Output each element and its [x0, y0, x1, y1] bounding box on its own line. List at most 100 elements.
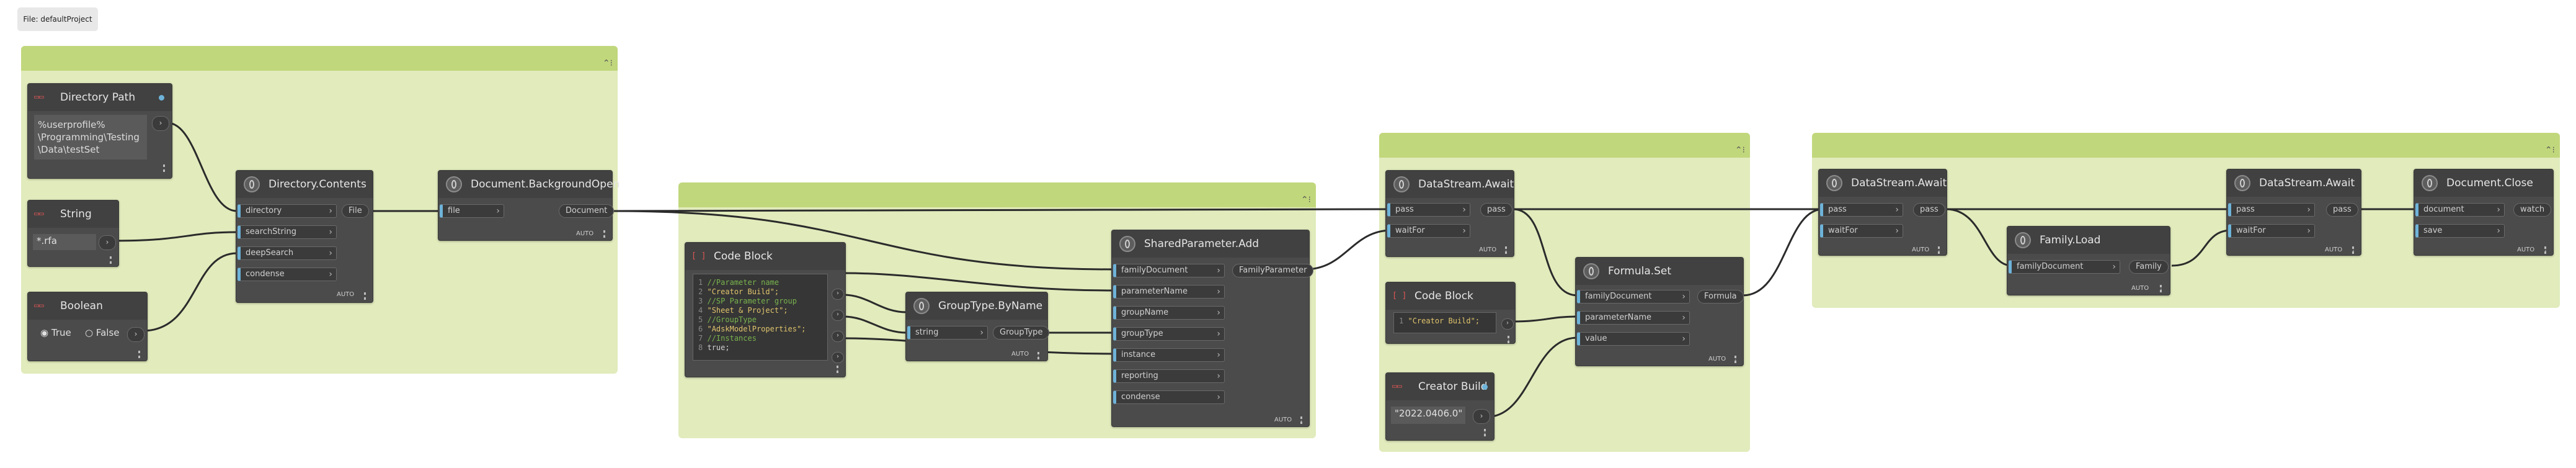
menu-icon[interactable]: [603, 230, 607, 238]
menu-icon[interactable]: [837, 366, 840, 373]
file-tag[interactable]: File: defaultProject: [17, 7, 98, 31]
node-title: DataStream.Await: [1851, 177, 1947, 189]
node-family-load[interactable]: Family.Load familyDocument Family AUTO: [2007, 226, 2170, 295]
output-chip[interactable]: ›: [832, 352, 844, 363]
group-header[interactable]: [678, 182, 1316, 207]
menu-icon[interactable]: [2544, 246, 2548, 254]
collapse-icon[interactable]: ⌃⁝: [1300, 195, 1311, 205]
output-chip[interactable]: ›: [99, 235, 116, 250]
input-port[interactable]: condense: [1113, 390, 1225, 404]
node-directory-path[interactable]: ▭▭ Directory Path %userprofile% \Program…: [27, 83, 172, 179]
menu-icon[interactable]: [1734, 356, 1738, 363]
group-header[interactable]: [1379, 133, 1750, 158]
input-port[interactable]: directory: [238, 204, 337, 218]
menu-icon[interactable]: [1938, 246, 1942, 254]
node-title: Creator Build: [1418, 380, 1488, 393]
output-port[interactable]: File: [342, 204, 369, 218]
input-port[interactable]: searchString: [238, 225, 337, 239]
collapse-icon[interactable]: ⌃⁝: [602, 58, 613, 68]
node-code-block-2[interactable]: [ ] Code Block 1 "Creator Build"; ›: [1385, 282, 1516, 344]
path-input[interactable]: %userprofile% \Programming\Testing \Data…: [34, 115, 147, 160]
output-chip[interactable]: ›: [152, 116, 169, 131]
output-port[interactable]: Family: [2129, 260, 2169, 274]
node-formula-set[interactable]: Formula.Set familyDocument parameterName…: [1575, 257, 1744, 366]
menu-icon[interactable]: [138, 351, 142, 358]
node-directory-contents[interactable]: Directory.Contents directory searchStrin…: [236, 170, 373, 303]
node-code-block-1[interactable]: [ ] Code Block 1 //Parameter name 2 "Cre…: [685, 242, 846, 377]
node-boolean[interactable]: ▭▭ Boolean ◉ True ○ False ›: [27, 292, 148, 361]
output-chip[interactable]: ›: [1473, 409, 1490, 424]
menu-icon[interactable]: [1508, 336, 1511, 343]
node-header: [28, 84, 172, 111]
input-port[interactable]: parameterName: [1113, 285, 1225, 299]
output-port[interactable]: Formula: [1697, 290, 1744, 304]
node-icon: [244, 176, 260, 192]
input-port[interactable]: document: [2415, 203, 2505, 217]
input-port[interactable]: waitFor: [1820, 224, 1903, 238]
collapse-icon[interactable]: ⌃⁝: [2544, 145, 2555, 155]
node-await-3[interactable]: DataStream.Await pass waitFor pass AUTO: [2226, 169, 2361, 256]
node-title: DataStream.Await: [1418, 178, 1514, 191]
output-port[interactable]: watch: [2513, 203, 2552, 217]
wire: [1742, 208, 1824, 297]
collapse-icon[interactable]: ⌃⁝: [1734, 145, 1745, 155]
output-chip[interactable]: ›: [832, 331, 844, 342]
input-port[interactable]: waitFor: [1387, 224, 1470, 238]
radio-true[interactable]: ◉ True: [40, 327, 71, 338]
node-group-type[interactable]: GroupType.ByName string GroupType AUTO: [905, 292, 1050, 361]
output-chip[interactable]: ›: [832, 310, 844, 321]
output-port[interactable]: pass: [1913, 203, 1945, 217]
input-port[interactable]: familyDocument: [1577, 290, 1690, 304]
input-port[interactable]: pass: [1387, 203, 1470, 217]
output-port[interactable]: FamilyParameter: [1232, 264, 1314, 277]
node-background-open[interactable]: Document.BackgroundOpen file Document AU…: [438, 170, 620, 241]
radio-false[interactable]: ○ False: [85, 327, 120, 338]
input-port[interactable]: groupType: [1113, 327, 1225, 341]
input-port[interactable]: familyDocument: [1113, 264, 1225, 277]
code-editor[interactable]: 1 //Parameter name 2 "Creator Build"; 3 …: [693, 274, 828, 361]
string-icon: ▭▭: [34, 209, 44, 218]
node-await-2[interactable]: DataStream.Await pass waitFor pass AUTO: [1818, 169, 1947, 256]
node-shared-param[interactable]: SharedParameter.Add familyDocument param…: [1111, 230, 1314, 427]
string-input[interactable]: "2022.0406.0": [1391, 407, 1465, 424]
node-await-1[interactable]: DataStream.Await pass waitFor pass AUTO: [1385, 170, 1514, 257]
group-header[interactable]: [21, 46, 618, 71]
input-port[interactable]: familyDocument: [2009, 260, 2120, 274]
output-port[interactable]: pass: [1480, 203, 1512, 217]
menu-icon[interactable]: [110, 256, 113, 264]
radio-label: True: [51, 327, 71, 338]
input-port[interactable]: file: [440, 204, 504, 218]
input-port[interactable]: deepSearch: [238, 246, 337, 260]
output-port[interactable]: Document: [559, 204, 615, 218]
menu-icon[interactable]: [163, 164, 167, 172]
node-string[interactable]: ▭▭ String *.rfa ›: [27, 200, 119, 267]
input-port[interactable]: save: [2415, 224, 2505, 238]
menu-icon[interactable]: [364, 292, 368, 300]
output-chip[interactable]: ›: [127, 327, 144, 342]
input-port[interactable]: pass: [2228, 203, 2315, 217]
menu-icon[interactable]: [1037, 352, 1041, 359]
input-port[interactable]: groupName: [1113, 306, 1225, 320]
input-port[interactable]: parameterName: [1577, 311, 1690, 325]
input-port[interactable]: pass: [1820, 203, 1903, 217]
input-port[interactable]: condense: [238, 268, 337, 281]
menu-icon[interactable]: [2352, 246, 2356, 254]
input-port[interactable]: string: [907, 326, 988, 340]
output-chip[interactable]: ›: [832, 289, 844, 300]
menu-icon[interactable]: [1300, 416, 1304, 424]
output-chip[interactable]: ›: [1501, 318, 1514, 330]
input-port[interactable]: reporting: [1113, 369, 1225, 383]
menu-icon[interactable]: [1505, 246, 1509, 254]
input-port[interactable]: value: [1577, 332, 1690, 346]
group-header[interactable]: [1812, 133, 2560, 158]
input-port[interactable]: waitFor: [2228, 224, 2315, 238]
output-port[interactable]: GroupType: [993, 326, 1050, 340]
input-port[interactable]: instance: [1113, 348, 1225, 362]
menu-icon[interactable]: [1484, 429, 1488, 436]
node-creator-build[interactable]: ▭▭ Creator Build "2022.0406.0" ›: [1385, 372, 1495, 441]
menu-icon[interactable]: [2160, 285, 2164, 292]
node-document-close[interactable]: Document.Close document save watch AUTO: [2414, 169, 2554, 256]
output-port[interactable]: pass: [2326, 203, 2358, 217]
string-input[interactable]: *.rfa: [33, 234, 96, 250]
code-editor[interactable]: 1 "Creator Build";: [1393, 312, 1496, 333]
